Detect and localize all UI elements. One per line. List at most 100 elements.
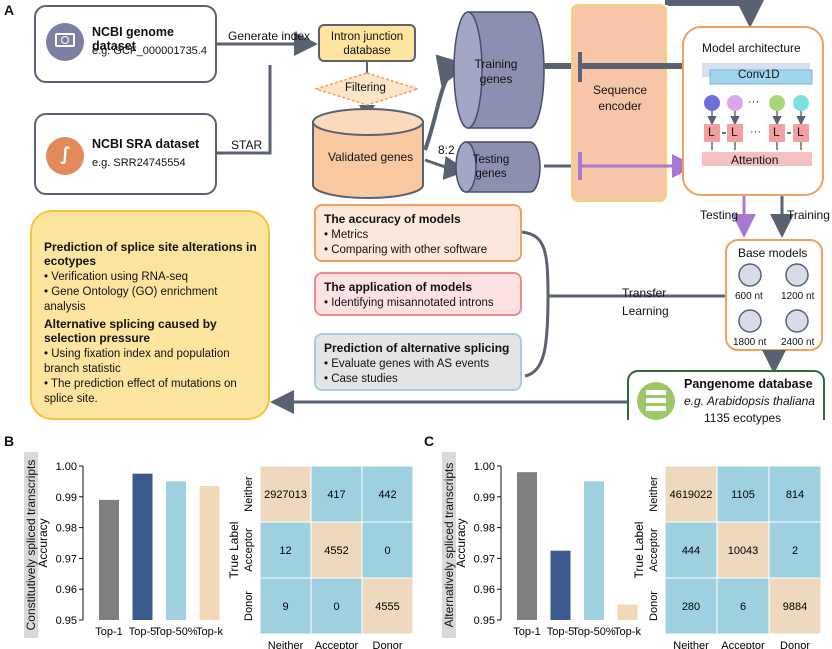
y-axis-label: True Label: [227, 522, 241, 579]
filtering-diamond: [313, 72, 421, 106]
encoder-label: Sequence encoder: [592, 83, 648, 113]
panel-c-side-band: [442, 452, 456, 638]
heatmap-value: 2: [792, 545, 798, 557]
conv-label: Conv1D: [738, 69, 780, 81]
bar: [132, 473, 153, 620]
top-feedback-arrow: [665, 0, 774, 28]
row-label: Acceptor: [243, 528, 255, 572]
base-models-title: Base models: [738, 246, 808, 260]
heatmap-cell: [259, 465, 312, 523]
heatmap-cell: [664, 521, 718, 579]
heatmap-cell: [310, 577, 363, 635]
accuracy-title: The accuracy of models: [324, 212, 461, 226]
neuron-3: [769, 95, 785, 111]
heatmap-value: 280: [682, 601, 700, 613]
ecotype-title: Prediction of splice site alterations in…: [44, 240, 257, 268]
row-label: Neither: [648, 476, 660, 512]
accuracy-item: Metrics: [324, 228, 512, 243]
transfer-label: Transfer: [622, 286, 667, 300]
y-tick-label: 0.97: [474, 553, 495, 565]
panel-a-diagram: [217, 0, 825, 420]
lstm-label-1: L: [708, 125, 715, 139]
heatmap-cell: [310, 521, 363, 579]
prediction-item: Case studies: [324, 372, 512, 387]
transfer-bracket: [521, 230, 550, 378]
bar: [617, 604, 638, 620]
y-tick-label: 0.98: [56, 523, 77, 535]
heatmap-value: 2927013: [264, 489, 307, 501]
sequence-encoder-box: [571, 4, 667, 202]
x-tick-label: Top-k: [196, 626, 223, 638]
y-axis-label: True Label: [632, 522, 646, 579]
lstm-label-4: L: [797, 125, 804, 139]
heatmap-value: 0: [384, 545, 390, 557]
y-tick-label: 0.99: [474, 492, 495, 504]
bar: [199, 486, 220, 620]
bar: [517, 472, 537, 620]
validated-label: Validated genes: [328, 150, 414, 164]
model-icon-600: [738, 263, 809, 333]
star-connector: [217, 65, 272, 155]
prediction-item: Evaluate genes with AS events: [324, 357, 512, 372]
intron-db-box: Intron junction database: [318, 24, 416, 62]
genome-dataset-card: NCBI genome dataset e.g. GCF_000001735.4: [34, 5, 217, 83]
neuron-2: [727, 95, 743, 111]
row-label: Acceptor: [648, 528, 660, 572]
x-tick-label: Top-50%: [572, 626, 616, 638]
heatmap-value: 4555: [375, 601, 399, 613]
row-label: Donor: [243, 591, 255, 621]
bar: [99, 499, 119, 620]
y-tick-label: 1.00: [56, 461, 77, 473]
heatmap-cell: [361, 521, 414, 579]
selection-item: The prediction effect of mutations on sp…: [44, 377, 258, 407]
y-axis-label: Accuracy: [454, 518, 468, 567]
ecotype-item: Verification using RNA-seq: [44, 270, 258, 285]
panel-letter-a: A: [4, 2, 15, 18]
heatmap-value: 9884: [783, 601, 807, 613]
pangenome-title: Pangenome database: [684, 377, 813, 391]
generate-index-label: Generate index: [228, 29, 311, 43]
model-2400-label: 2400 nt: [781, 337, 815, 348]
y-tick-label: 0.99: [56, 492, 77, 504]
panel-letter-c: C: [424, 433, 435, 449]
y-tick-label: 0.97: [56, 553, 77, 565]
validated-genes-cylinder: [312, 108, 424, 199]
bar: [166, 481, 186, 620]
lstm-label-3: L: [773, 125, 780, 139]
heatmap-value: 814: [786, 489, 804, 501]
y-tick-label: 0.95: [474, 615, 495, 627]
ratio-label: 8:2: [438, 143, 455, 157]
y-tick-label: 0.96: [474, 584, 495, 596]
training-label: Training: [787, 208, 830, 222]
sra-title: NCBI SRA dataset: [92, 137, 200, 151]
x-tick-label: Top-k: [614, 626, 641, 638]
accuracy-box: The accuracy of models Metrics Comparing…: [314, 204, 522, 262]
x-tick-label: Top-5: [129, 626, 157, 638]
model-1800-label: 1800 nt: [733, 337, 767, 348]
selection-item: Using fixation index and population bran…: [44, 347, 258, 377]
selection-title: Alternative splicing caused by selection…: [44, 317, 217, 345]
star-label: STAR: [231, 138, 263, 152]
lstm-2: [727, 124, 743, 142]
heatmap-cell: [716, 465, 770, 523]
heatmap-value: 4619022: [670, 489, 713, 501]
heatmap-cell: [310, 465, 363, 523]
heatmap-value: 4552: [324, 545, 348, 557]
y-tick-label: 0.96: [56, 584, 77, 596]
pangenome-species: e.g. Arabidopsis thaliana: [684, 394, 815, 408]
heatmap-value: 442: [378, 489, 396, 501]
model-arch-title: Model architecture: [702, 41, 801, 55]
prediction-title: Prediction of alternative splicing: [324, 341, 510, 355]
col-label: Acceptor: [315, 640, 359, 649]
application-item: Identifying misannotated introns: [324, 296, 512, 311]
lstm-3: [769, 124, 785, 142]
heatmap-cell: [259, 577, 312, 635]
heatmap-value: 0: [333, 601, 339, 613]
conv-layer-front: [709, 69, 813, 85]
testing-genes-label: Testing genes: [472, 154, 510, 180]
heatmap-cell: [768, 577, 822, 635]
col-label: Neither: [268, 640, 304, 649]
heatmap-value: 10043: [728, 545, 759, 557]
heatmap-value: 6: [740, 601, 746, 613]
